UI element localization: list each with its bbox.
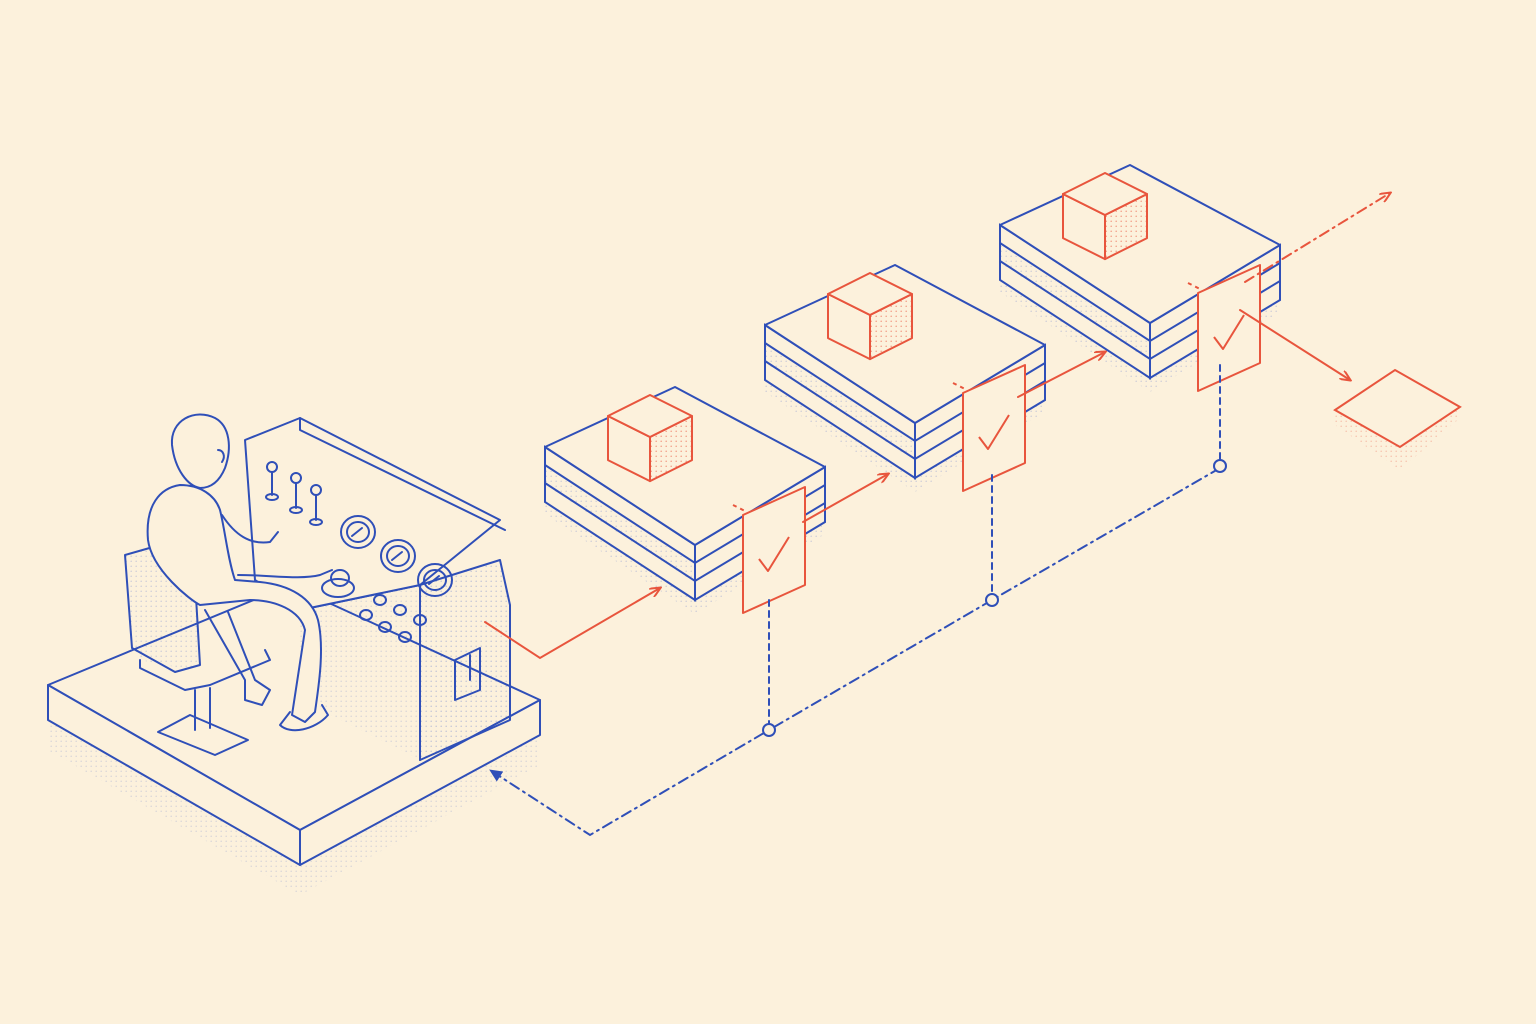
- flow-arrow-2-3: [1017, 352, 1105, 398]
- gauge-icon: [417, 563, 453, 597]
- stage-layer-dots: [765, 345, 915, 461]
- process-flow: [484, 193, 1390, 660]
- control-console: [244, 417, 511, 761]
- checkpoint-gate: [952, 364, 1026, 492]
- junction-node: [985, 593, 999, 607]
- checkpoint-gate: [1187, 264, 1261, 392]
- junction-node: [762, 723, 776, 737]
- operator-person: [146, 413, 333, 732]
- flow-arrow-1-2: [802, 474, 888, 523]
- operator-station: [47, 413, 541, 895]
- button-grid: [359, 594, 427, 643]
- gauge-icon: [340, 515, 376, 549]
- gauge-icon: [380, 539, 416, 573]
- feedback-loop: [489, 364, 1227, 837]
- stage-2: [764, 264, 1046, 492]
- stage-1: [544, 386, 826, 614]
- lever-icon: [289, 472, 303, 514]
- stage-layer-dots: [1000, 245, 1150, 361]
- flow-arrow-exit: [1244, 193, 1390, 283]
- checkmark-icon: [1213, 314, 1245, 350]
- checkmark-icon: [978, 414, 1010, 450]
- red-cube-icon: [827, 272, 913, 361]
- stage-3: [999, 164, 1281, 392]
- empty-output-tile: [1333, 368, 1462, 470]
- flow-arrow-start: [484, 588, 660, 660]
- red-cube-icon: [607, 394, 693, 483]
- flow-arrow-output: [1239, 309, 1350, 380]
- stage-layer-dots: [545, 467, 695, 583]
- red-cube-icon: [1062, 172, 1148, 261]
- process-stages: [544, 164, 1281, 614]
- lever-icon: [309, 484, 323, 526]
- checkmark-icon: [758, 536, 790, 572]
- junction-node: [1213, 459, 1227, 473]
- lever-icon: [265, 461, 279, 501]
- checkpoint-gate: [732, 486, 806, 614]
